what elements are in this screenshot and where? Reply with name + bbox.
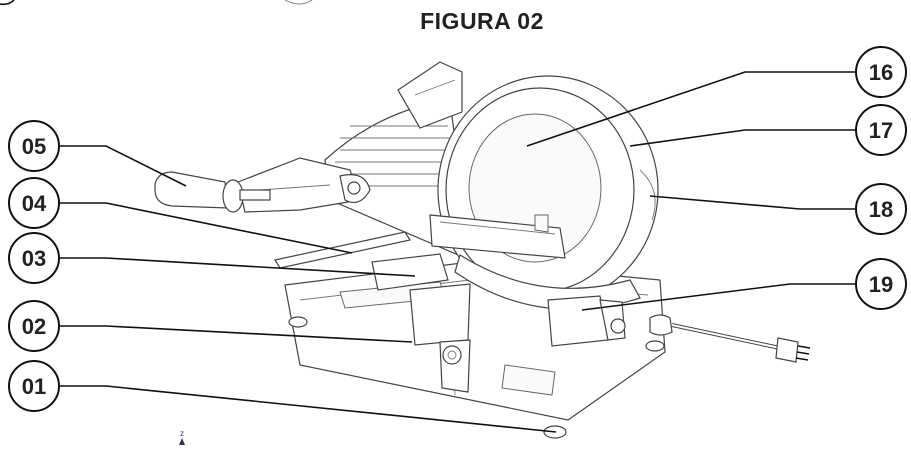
leader-03 xyxy=(60,257,416,277)
leader-01 xyxy=(60,385,557,433)
axis-mark-label: z xyxy=(180,429,184,438)
base-vent xyxy=(501,364,556,396)
callout-label: 02 xyxy=(22,314,46,339)
pusher-handle xyxy=(154,171,229,209)
sharpener-housing xyxy=(397,61,463,129)
meat-slicer xyxy=(154,61,811,439)
carriage-handle xyxy=(371,253,449,291)
leader-lines xyxy=(60,71,857,433)
leader-04 xyxy=(60,202,353,254)
callout-label: 17 xyxy=(869,118,893,143)
control-switch-box xyxy=(547,295,609,347)
leader-02 xyxy=(60,325,413,343)
callout-16: 16 xyxy=(855,46,907,98)
switch-button xyxy=(610,318,626,334)
callout-03: 03 xyxy=(8,232,60,284)
callout-05: 05 xyxy=(8,120,60,172)
figure-title: FIGURA 02 xyxy=(420,8,544,34)
power-plug xyxy=(775,337,799,363)
callout-17: 17 xyxy=(855,104,907,156)
callout-label: 19 xyxy=(869,272,893,297)
leader-05 xyxy=(60,145,187,187)
callout-label: 05 xyxy=(22,134,46,159)
cropped-part-fragment xyxy=(284,0,313,5)
leader-16 xyxy=(526,71,857,147)
plug-pins xyxy=(795,345,811,361)
carriage-support xyxy=(409,283,471,346)
carriage-rod xyxy=(274,231,411,269)
cropped-callout-fragment xyxy=(0,0,15,6)
handle-shaft xyxy=(239,189,271,201)
thickness-knob xyxy=(442,345,462,365)
leader-17 xyxy=(629,129,857,147)
callout-19: 19 xyxy=(855,258,907,310)
leader-18 xyxy=(649,195,857,210)
callout-18: 18 xyxy=(855,183,907,235)
callout-label: 04 xyxy=(22,191,47,216)
carriage-plate xyxy=(429,214,566,259)
callout-02: 02 xyxy=(8,300,60,352)
foot-right xyxy=(645,340,665,352)
callout-label: 18 xyxy=(869,197,893,222)
axis-arrow-icon xyxy=(179,438,185,445)
callout-04: 04 xyxy=(8,177,60,229)
axis-mark: z xyxy=(179,429,185,445)
blade-lower-guard xyxy=(454,254,641,310)
callout-label: 01 xyxy=(22,374,46,399)
callout-label: 03 xyxy=(22,246,46,271)
leader-19 xyxy=(581,283,857,311)
callout-01: 01 xyxy=(8,360,60,412)
cable-gland xyxy=(649,314,673,336)
foot-left xyxy=(288,316,308,328)
callout-label: 16 xyxy=(869,60,893,85)
